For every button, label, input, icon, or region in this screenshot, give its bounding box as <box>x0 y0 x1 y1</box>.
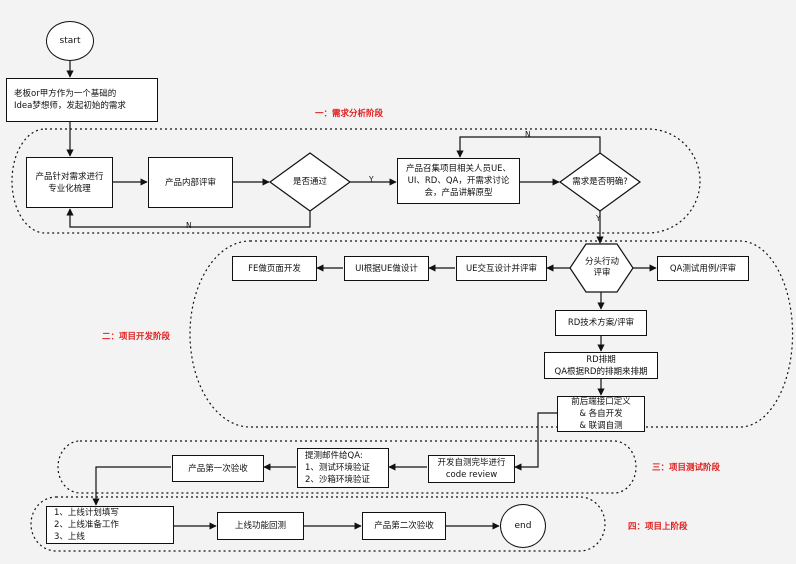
fe-dev-node: FE做页面开发 <box>232 256 317 281</box>
edge-label-no-pass: N <box>186 221 192 230</box>
ue-design-node: UE交互设计并评审 <box>456 256 547 281</box>
clear-check-label: 需求是否明确? <box>572 176 628 187</box>
edge-accept1-launch <box>92 466 171 506</box>
stage4-boundary <box>30 496 606 552</box>
pm-review-node: 产品内部评审 <box>148 157 233 208</box>
edge-label-yes-clear: Y <box>596 214 601 223</box>
edge-label-yes-pass: Y <box>369 175 374 184</box>
stage1-label: 一：需求分析阶段 <box>315 109 384 119</box>
pm-accept1-node: 产品第一次验收 <box>172 455 264 482</box>
test-mail-node: 提测邮件给QA: 1、测试环境验证 2、沙箱环境验证 <box>297 448 389 488</box>
qa-case-node: QA测试用例/评审 <box>657 256 749 281</box>
dev-selftest-node: 开发自测完毕进行 code review <box>428 455 515 483</box>
edge-api-selftest <box>514 412 557 471</box>
start-node: start <box>46 21 94 61</box>
end-node: end <box>500 504 546 548</box>
pm-refine-node: 产品针对需求进行 专业化梳理 <box>26 157 113 208</box>
ui-design-node: UI根据UE做设计 <box>344 256 429 281</box>
split-label: 分头行动 评审 <box>584 257 619 278</box>
stage3-label: 三：项目测试阶段 <box>652 463 721 473</box>
stage1-boundary <box>11 128 701 234</box>
api-def-node: 前后端接口定义 & 各自开发 & 联调自测 <box>557 396 645 432</box>
stage2-boundary <box>189 240 794 428</box>
launch-plan-node: 1、上线计划填写 2、上线准备工作 3、上线 <box>46 506 174 544</box>
stage2-label: 二：项目开发阶段 <box>102 332 171 342</box>
stage4-label: 四：项目上阶段 <box>628 522 688 532</box>
edge-clear-no-back <box>456 136 601 158</box>
pass-check-label: 是否通过 <box>292 176 327 187</box>
pm-meeting-node: 产品召集项目相关人员UE、 UI、RD、QA，开需求讨论 会，产品讲解原型 <box>397 158 520 204</box>
rd-schedule-node: RD排期 QA根据RD的排期来排期 <box>544 352 658 379</box>
rd-plan-node: RD技术方案/评审 <box>555 310 647 336</box>
edge-label-no-clear: N <box>525 130 531 139</box>
edge-pass-no-back <box>66 208 311 228</box>
online-test-node: 上线功能回测 <box>217 512 304 540</box>
boss-request-node: 老板or甲方作为一个基础的 Idea梦想师，发起初始的需求 <box>6 78 158 122</box>
pm-accept2-node: 产品第二次验收 <box>362 512 446 540</box>
